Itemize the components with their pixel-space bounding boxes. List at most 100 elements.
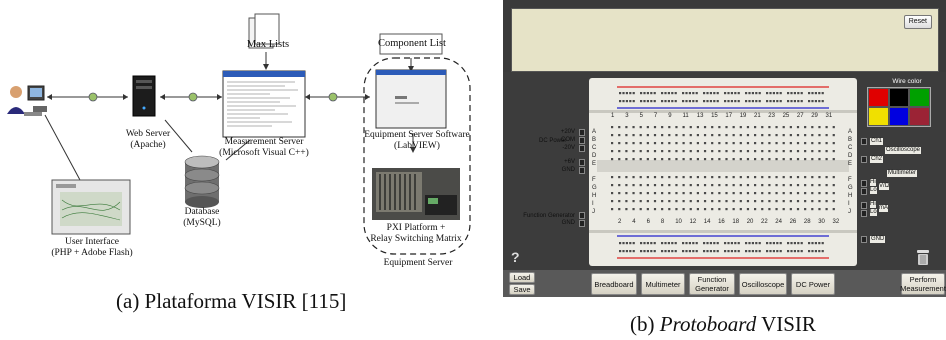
column-number: 31 bbox=[825, 113, 833, 119]
equipment-software-label: Equipment Server Software(LabVIEW) bbox=[364, 130, 470, 151]
terminal-plus6v[interactable] bbox=[579, 159, 585, 166]
breadboard-button[interactable]: Breadboard bbox=[591, 273, 637, 295]
terminal-function-generator[interactable] bbox=[579, 212, 585, 219]
gnd-right-label: GND bbox=[870, 236, 886, 243]
perform-measurement-button[interactable]: Perform Measurement bbox=[900, 273, 946, 295]
user-computer-icon bbox=[7, 85, 47, 116]
equipment-server-label: Equipment Server bbox=[383, 258, 453, 268]
equipment-software-window-icon bbox=[375, 69, 447, 129]
column-number: 4 bbox=[632, 219, 636, 225]
terminal-hi-v[interactable] bbox=[861, 180, 867, 187]
caption-b-prefix: (b) bbox=[630, 312, 660, 336]
fg-gnd-label: GND bbox=[561, 220, 575, 226]
column-number: 12 bbox=[689, 219, 697, 225]
column-number: 2 bbox=[618, 219, 622, 225]
terminal-gnd-right[interactable] bbox=[861, 236, 867, 243]
help-icon[interactable]: ? bbox=[511, 249, 520, 265]
left-terminals: +20V COM -20V DC Power +6V GND Function … bbox=[503, 127, 589, 227]
caption-a: (a) Plataforma VISIR [115] bbox=[116, 289, 347, 313]
minus20v-label: -20V bbox=[562, 145, 575, 151]
column-number: 19 bbox=[739, 113, 747, 119]
terminal-com[interactable] bbox=[579, 137, 585, 144]
multimeter-button[interactable]: Multimeter bbox=[641, 273, 685, 295]
terminal-ch2[interactable] bbox=[861, 156, 867, 163]
column-number: 20 bbox=[746, 219, 754, 225]
v-ohm-label: V/Ω bbox=[879, 183, 890, 190]
row-letter: D bbox=[592, 153, 597, 159]
row-letter: F bbox=[592, 177, 596, 183]
column-number: 21 bbox=[754, 113, 761, 119]
function-generator-button[interactable]: Function Generator bbox=[689, 273, 735, 295]
row-letter: E bbox=[592, 161, 597, 167]
wire-color-swatch[interactable] bbox=[909, 107, 930, 126]
link-dots bbox=[88, 92, 338, 102]
row-letter: H bbox=[848, 193, 853, 199]
terminal-minus20v[interactable] bbox=[579, 145, 585, 152]
row-letter: A bbox=[848, 129, 853, 135]
column-number: 32 bbox=[832, 219, 840, 225]
database-label: Database(MySQL) bbox=[183, 207, 221, 228]
lo-v-label: Lo bbox=[870, 187, 877, 194]
caption-b: (b) Protoboard VISIR bbox=[630, 312, 816, 337]
column-number: 8 bbox=[660, 219, 665, 225]
terminal-fg-gnd[interactable] bbox=[579, 220, 585, 227]
breadboard-holes bbox=[589, 86, 857, 259]
function-generator-label: Function Generator bbox=[523, 213, 575, 219]
wire-color-palette bbox=[867, 87, 931, 127]
row-letter: J bbox=[592, 209, 595, 215]
terminal-lo-ma[interactable] bbox=[861, 210, 867, 217]
terminal-dc-gnd[interactable] bbox=[579, 167, 585, 174]
load-button[interactable]: Load bbox=[509, 272, 535, 283]
component-list-document-icon bbox=[379, 33, 443, 55]
trash-icon[interactable] bbox=[915, 248, 931, 266]
row-letter: J bbox=[848, 209, 851, 215]
column-number: 6 bbox=[646, 219, 650, 225]
terminal-hi-ma[interactable] bbox=[861, 202, 867, 209]
user-interface-screenshot bbox=[51, 179, 131, 235]
column-number: 1 bbox=[611, 113, 615, 119]
save-button[interactable]: Save bbox=[509, 284, 535, 295]
wire-color-swatch[interactable] bbox=[888, 107, 910, 126]
ma-label: mA bbox=[879, 205, 888, 212]
column-number: 9 bbox=[668, 113, 672, 119]
dc-gnd-label: GND bbox=[561, 167, 575, 173]
max-lists-label: Max Lists bbox=[246, 39, 290, 50]
reset-button[interactable]: Reset bbox=[903, 15, 932, 29]
wire-color-swatch[interactable] bbox=[868, 107, 889, 126]
wire-color-swatch[interactable] bbox=[868, 88, 889, 107]
row-letter: D bbox=[848, 153, 853, 159]
column-number: 24 bbox=[775, 219, 782, 225]
column-number: 14 bbox=[703, 219, 711, 225]
wire-color-swatch[interactable] bbox=[909, 88, 930, 107]
multimeter-label: Multimeter bbox=[887, 170, 918, 177]
column-number: 29 bbox=[811, 113, 818, 119]
row-letter: B bbox=[848, 137, 853, 143]
row-letter: B bbox=[592, 137, 597, 143]
measurement-server-label: Measurement Server(Microsoft Visual C++) bbox=[219, 137, 309, 158]
row-letter: I bbox=[848, 201, 850, 207]
terminal-plus20v[interactable] bbox=[579, 129, 585, 136]
wire-color-swatch[interactable] bbox=[888, 88, 910, 107]
plus20v-label: +20V bbox=[560, 129, 575, 135]
column-number: 7 bbox=[653, 113, 658, 119]
hi-ma-label: Hi bbox=[870, 201, 876, 208]
row-letter: I bbox=[592, 201, 594, 207]
component-list-label: Component List bbox=[378, 38, 446, 49]
column-number: 23 bbox=[768, 113, 775, 119]
column-number: 18 bbox=[732, 219, 740, 225]
oscilloscope-button[interactable]: Oscilloscope bbox=[739, 273, 787, 295]
web-server-icon bbox=[132, 75, 156, 117]
right-terminals: Ch1 Ch2 Oscilloscope Multimeter Hi Lo V/… bbox=[859, 136, 946, 246]
terminal-ch1[interactable] bbox=[861, 138, 867, 145]
terminal-lo-v[interactable] bbox=[861, 188, 867, 195]
column-number: 22 bbox=[761, 219, 768, 225]
lo-ma-label: Lo bbox=[870, 209, 877, 216]
column-number: 15 bbox=[711, 113, 718, 119]
dc-power-button[interactable]: DC Power bbox=[791, 273, 835, 295]
